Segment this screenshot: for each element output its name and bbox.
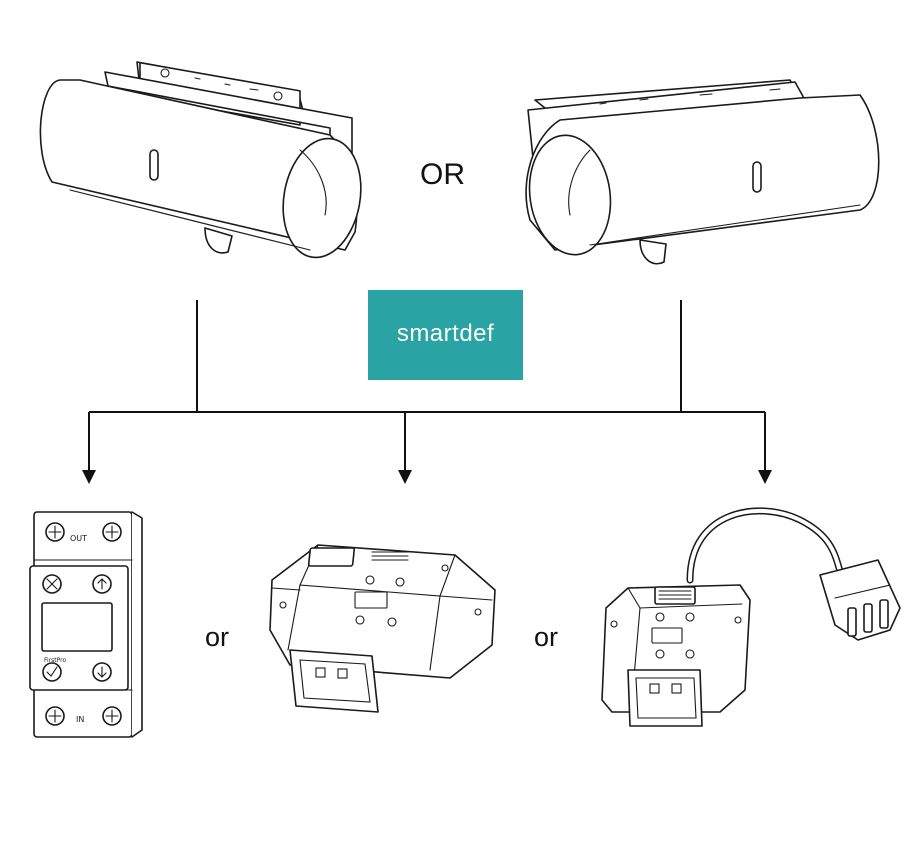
- arrow-head-middle: [398, 470, 412, 484]
- meter-out-label: OUT: [70, 534, 87, 543]
- bottom-or-label-left: or: [205, 622, 230, 652]
- din-rail-meter-icon: OUT FirstPro IN: [29, 511, 143, 738]
- meter-in-label: IN: [76, 715, 84, 724]
- cylindrical-sensor-left-icon: [39, 61, 362, 259]
- top-or-label: OR: [420, 158, 465, 191]
- cylindrical-sensor-right-icon: [525, 79, 880, 265]
- arrow-head-left: [82, 470, 96, 484]
- meter-brand-label: FirstPro: [44, 657, 66, 664]
- plug-in-monitor-icon: [269, 544, 496, 713]
- logo-text: smartdef: [396, 320, 495, 347]
- bottom-or-label-right: or: [534, 622, 559, 652]
- flow-lines: [88, 300, 766, 472]
- arrow-head-right: [758, 470, 772, 484]
- smartdef-logo: smartdef: [368, 290, 523, 380]
- plug-in-monitor-with-cable-icon: [601, 507, 901, 727]
